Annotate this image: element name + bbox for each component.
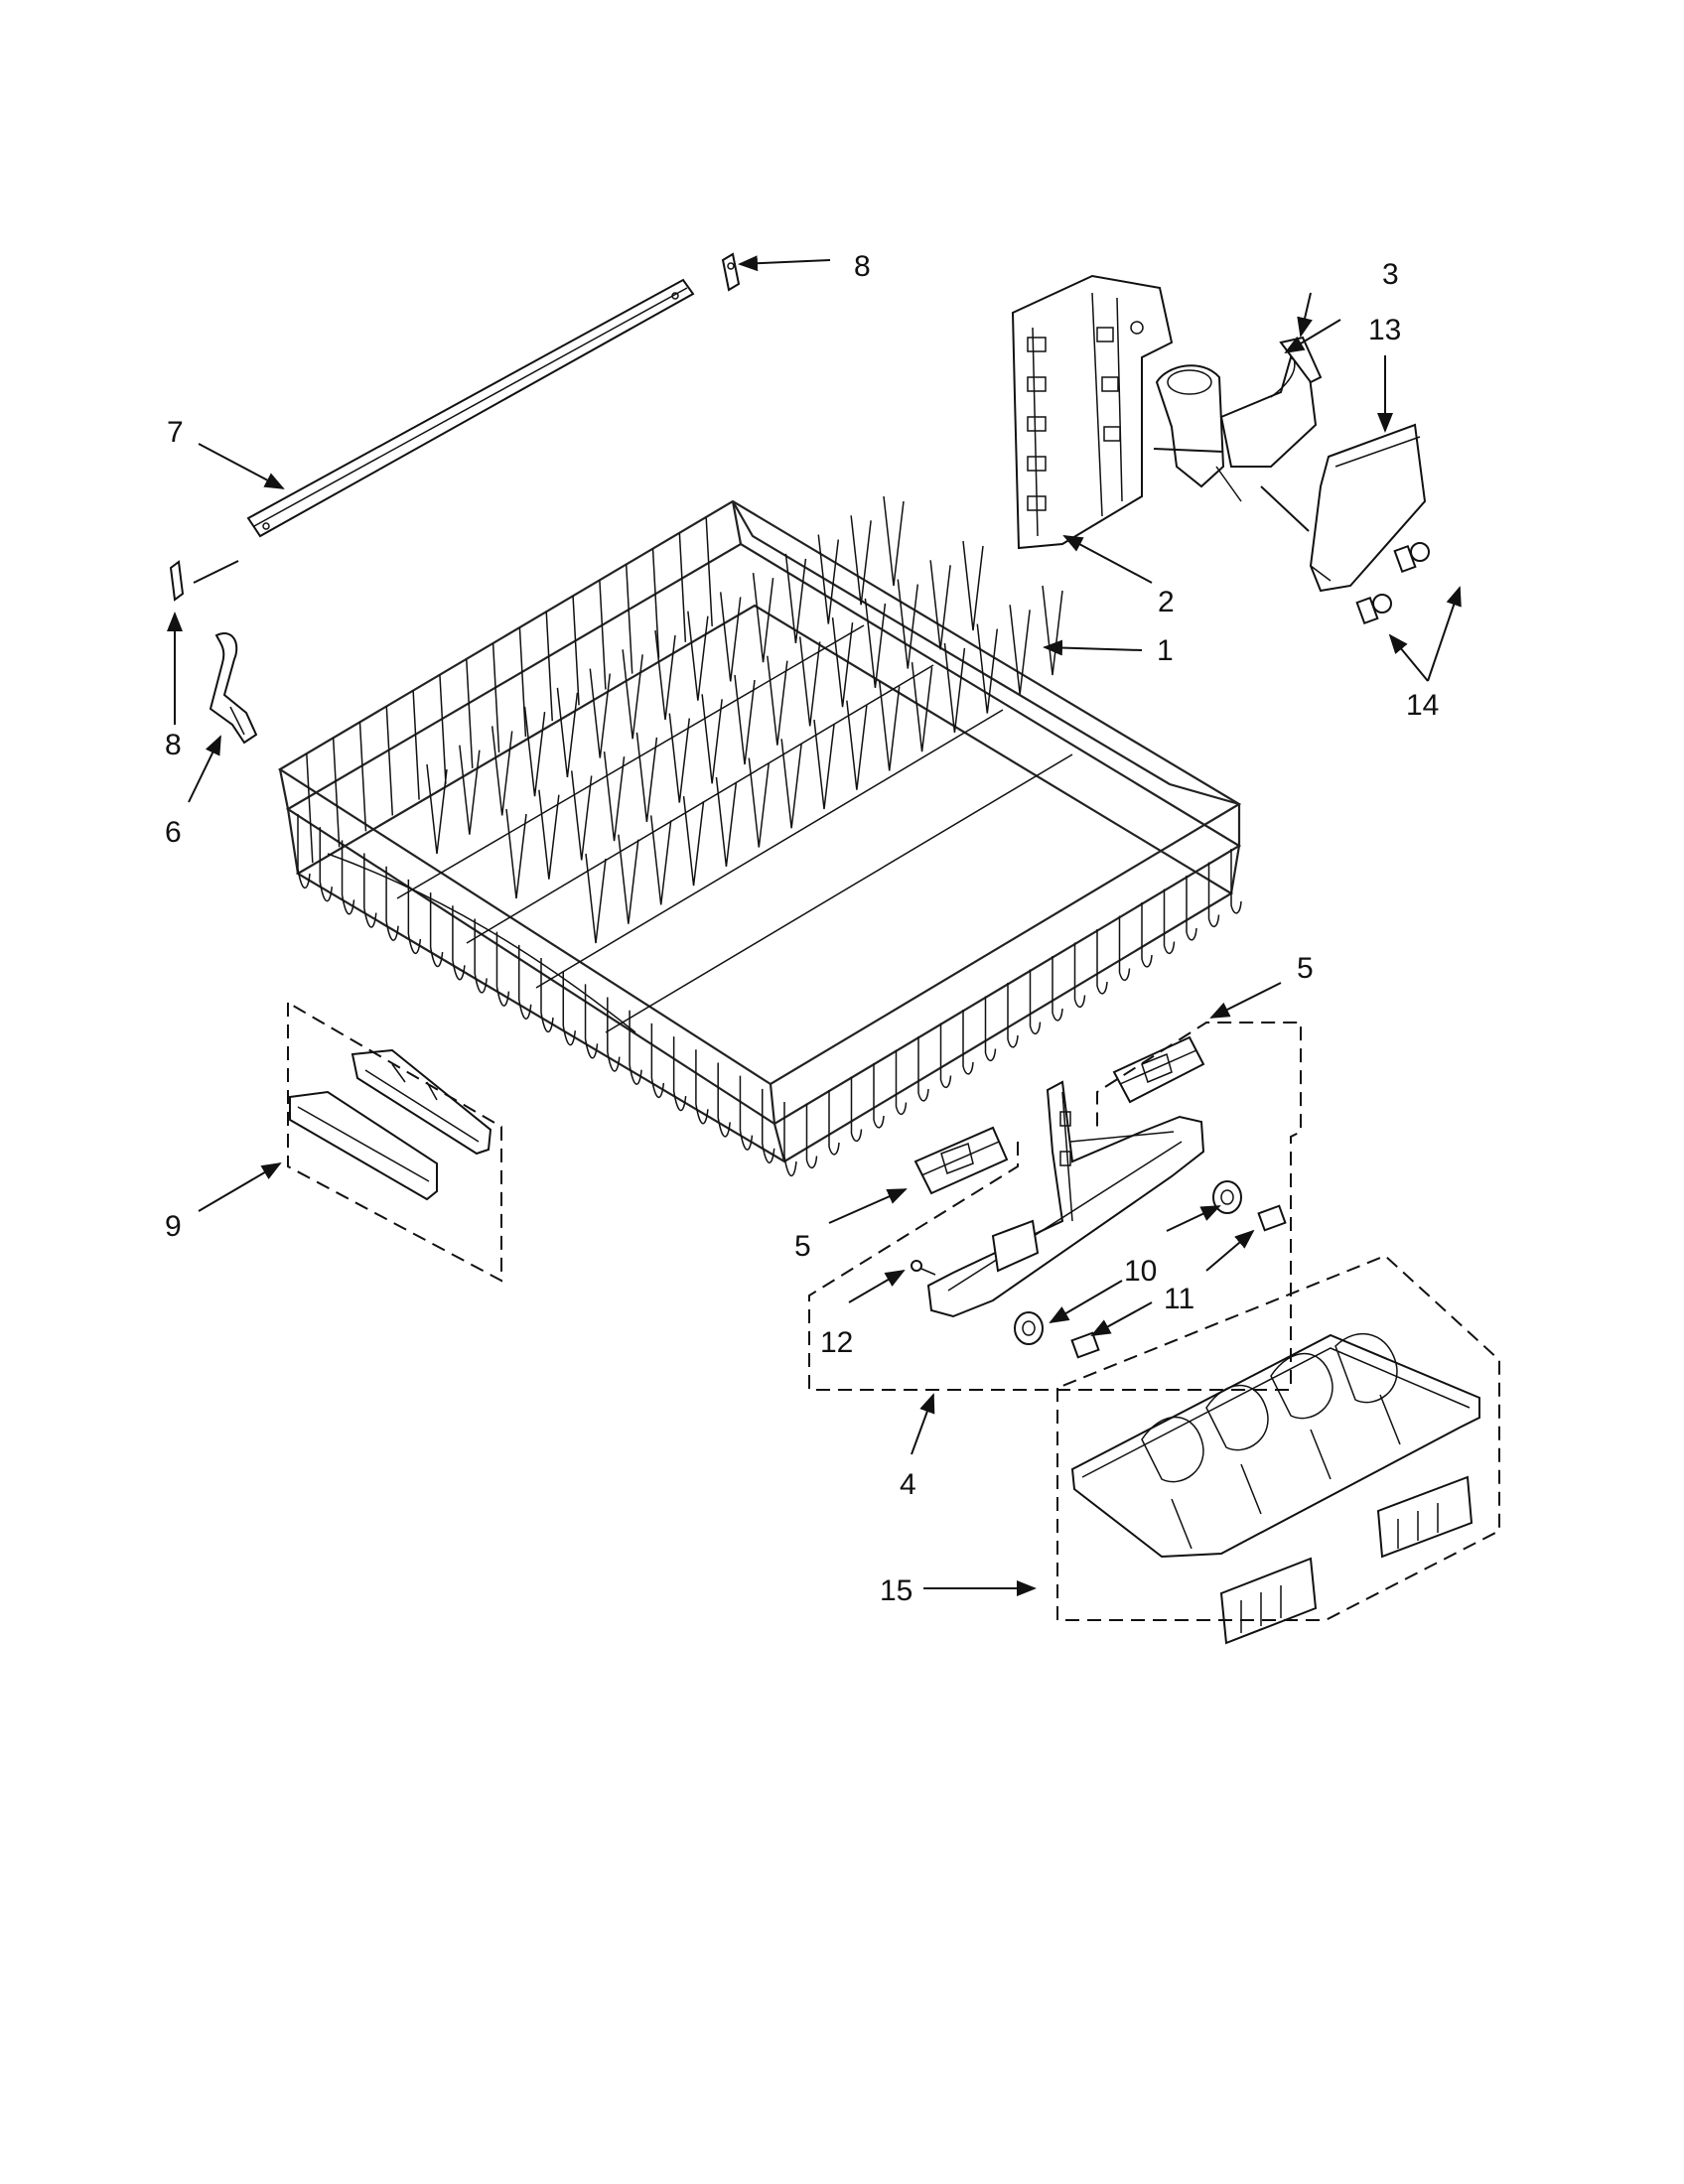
callout-6: 6	[165, 816, 182, 849]
callout-5-left: 5	[794, 1230, 811, 1263]
tine-holder-part-15	[1070, 1332, 1480, 1559]
callout-4: 4	[900, 1468, 916, 1501]
tine-clip-part-15-b	[1376, 1475, 1474, 1559]
end-cap-part-8-bottom	[169, 560, 185, 602]
group-outline-part-9	[287, 1002, 502, 1283]
adjuster-housing-part-2	[1011, 274, 1174, 550]
wheel-part-10-b	[1014, 1311, 1044, 1345]
rail-part-7	[246, 278, 695, 538]
wheel-part-10-a	[1212, 1180, 1242, 1214]
callout-9: 9	[165, 1210, 182, 1243]
slide-assembly-part-4	[926, 1080, 1205, 1318]
upper-rack-part-1	[277, 495, 1242, 1177]
callout-2: 2	[1158, 586, 1175, 618]
callout-11: 11	[1164, 1283, 1194, 1315]
axle-part-11-a	[1257, 1204, 1287, 1232]
track-part-5-left	[913, 1126, 1009, 1195]
screw-part-14-b	[1355, 594, 1392, 625]
callout-3: 3	[1382, 258, 1399, 291]
callout-1: 1	[1157, 634, 1174, 667]
rack-tines-front	[297, 814, 1242, 1177]
callout-5-right: 5	[1297, 952, 1314, 985]
handle-part-9	[289, 1048, 492, 1201]
adjuster-lever-part-3	[1155, 336, 1323, 502]
end-cap-part-8-top	[721, 252, 741, 292]
track-part-5-right	[1112, 1035, 1205, 1104]
group-outline-part-4-5	[808, 1022, 1302, 1391]
callout-8-left: 8	[165, 729, 182, 761]
callout-8-top: 8	[854, 250, 871, 283]
screw-part-14-a	[1393, 542, 1430, 574]
callout-15: 15	[880, 1574, 912, 1607]
callout-13: 13	[1368, 314, 1401, 346]
rack-tines-inner	[426, 495, 1063, 944]
group-outline-part-15	[1056, 1254, 1500, 1621]
rack-tines-left	[306, 516, 713, 864]
callout-7: 7	[167, 416, 184, 449]
clip-part-6	[209, 632, 258, 745]
tine-clip-part-15-a	[1219, 1557, 1318, 1645]
callout-12: 12	[820, 1326, 853, 1359]
cover-part-13	[1309, 423, 1427, 593]
callout-10: 10	[1124, 1255, 1157, 1288]
leader-lines	[167, 255, 1462, 1596]
pin-part-12	[911, 1260, 936, 1276]
callout-14: 14	[1406, 689, 1439, 722]
axle-part-11-b	[1070, 1331, 1100, 1359]
